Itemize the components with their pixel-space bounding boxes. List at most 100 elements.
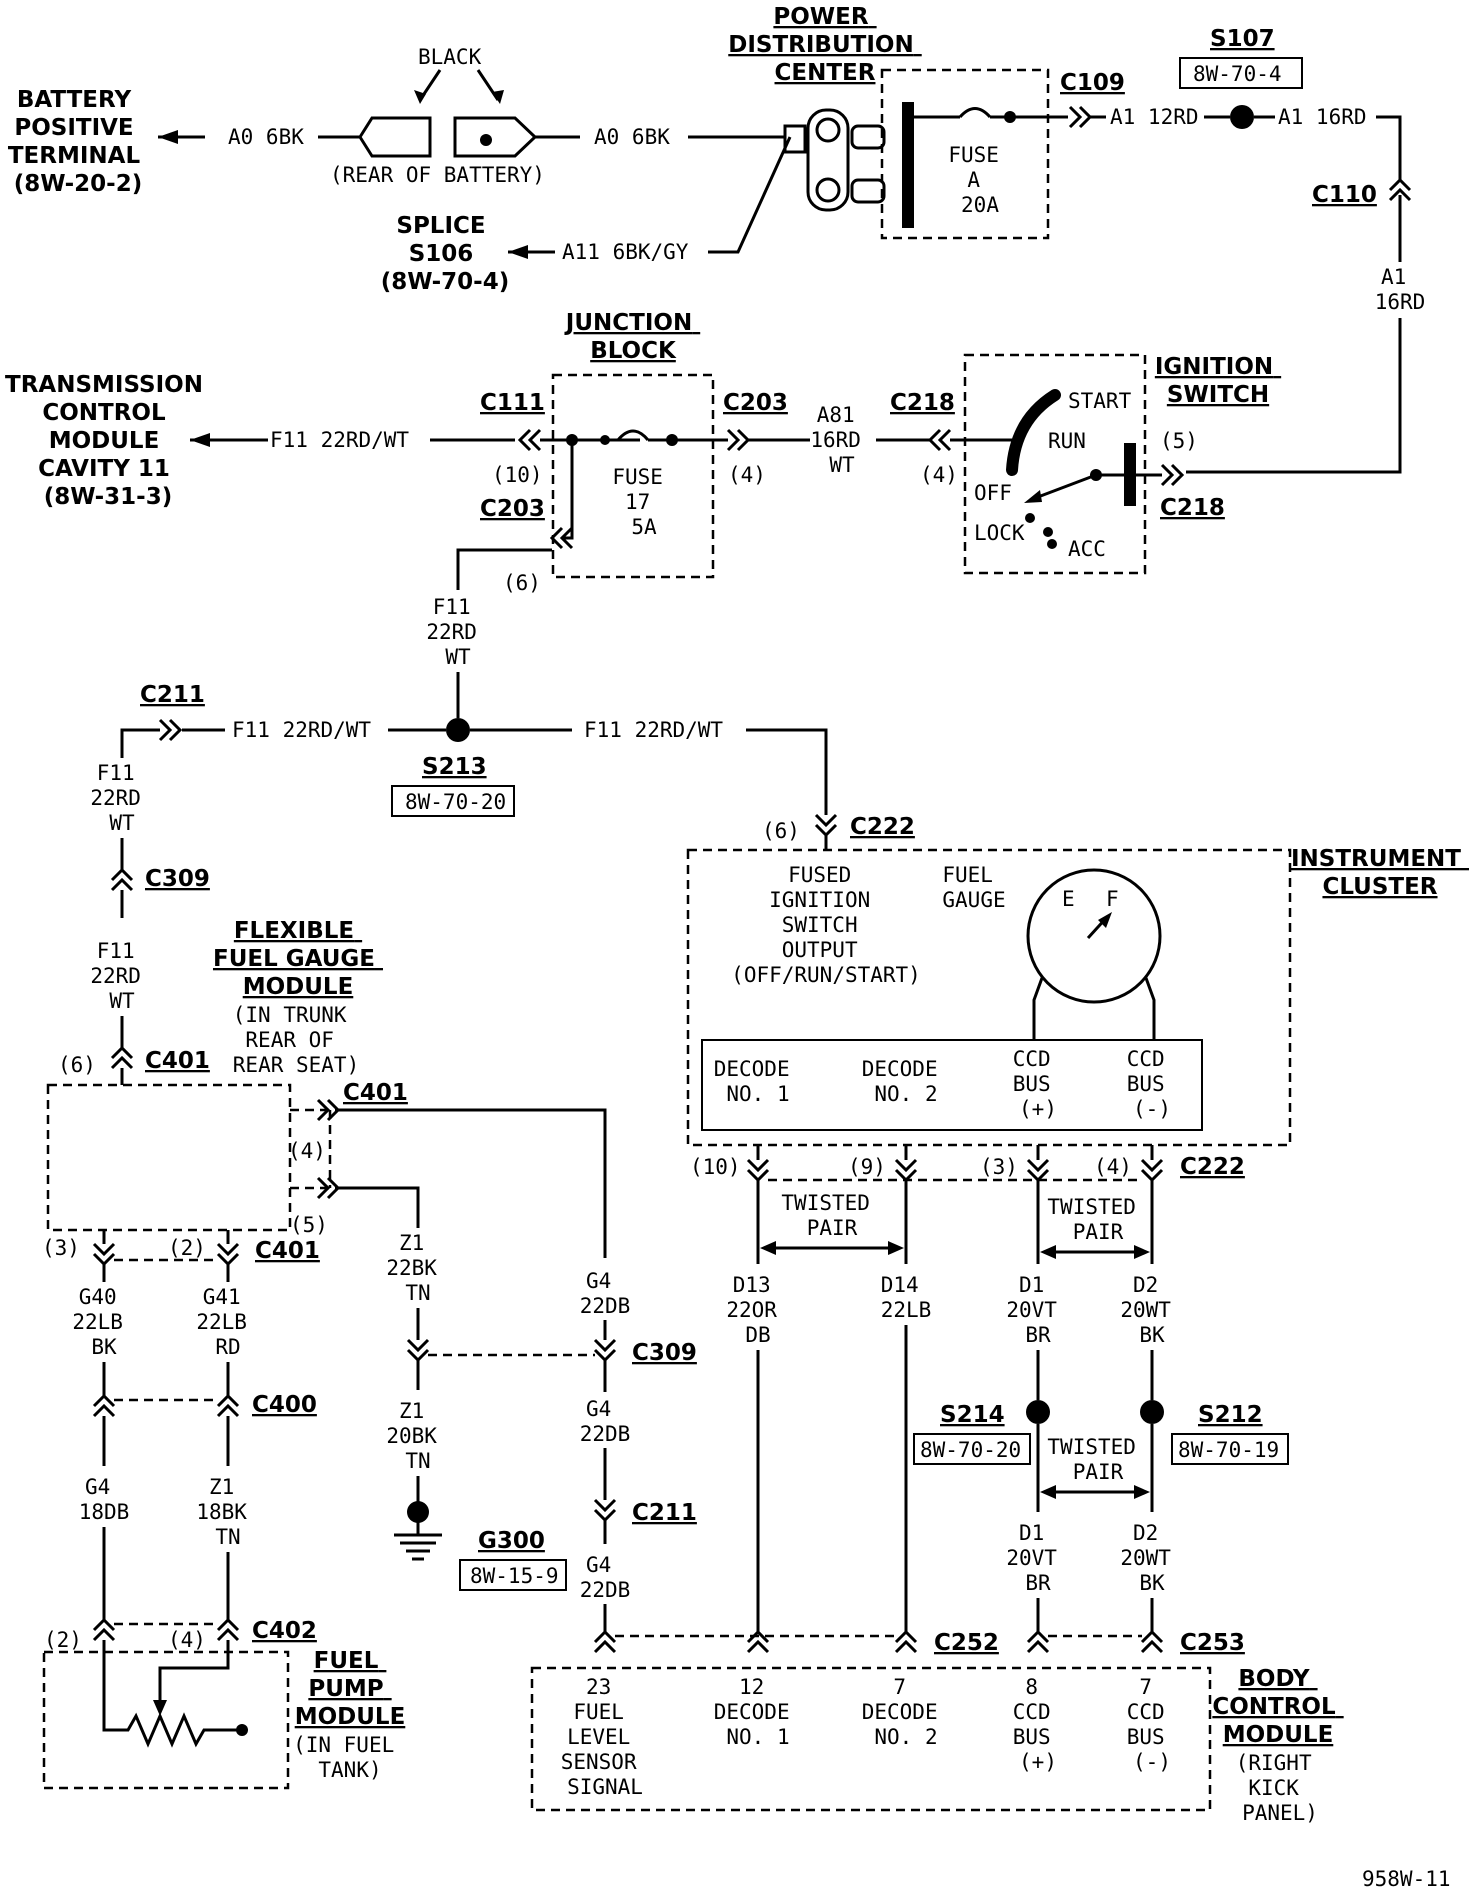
- connector-icon: [158, 718, 183, 742]
- wire-a0-left: A0 6BK: [228, 125, 304, 149]
- c211-mid-label: C211: [632, 1500, 697, 1526]
- g300-ref: 8W-15-9: [470, 1564, 559, 1588]
- wire-g4-22db-c: G4 22DB: [580, 1553, 631, 1602]
- connector-c110: C110 A1 16RD: [1186, 177, 1425, 474]
- pdc-title: POWER DISTRIBUTION CENTER: [728, 4, 921, 86]
- s213-ref: 8W-70-20: [405, 790, 506, 814]
- connector-icon: [549, 526, 574, 550]
- arrow-left-icon: [760, 1241, 776, 1255]
- instrument-cluster: INSTRUMENT CLUSTER (6) C222 FUSED IGNITI…: [686, 813, 1469, 1183]
- c402-pin-2: (2): [44, 1628, 82, 1652]
- wire-f11-label: F11 22RD WT: [426, 595, 489, 669]
- connector-c211-top: C211 F11 22RD WT C309 F11 22RD WT: [90, 682, 210, 1070]
- arrow-left-icon: [158, 130, 178, 144]
- wire-f11-left-a: F11 22RD WT: [90, 761, 153, 835]
- wire-g4-22db-b: G4 22DB: [580, 1397, 631, 1446]
- ffgm-wires: G40 22LB BK G41 22LB RD C400 G4 18DB Z1 …: [72, 1231, 697, 1632]
- connector-icon: [927, 428, 952, 452]
- s107-label: S107: [1210, 26, 1275, 52]
- connector-icon: [1068, 105, 1093, 129]
- position-start: START: [1068, 389, 1132, 413]
- wire-g4-18db: G4 18DB: [79, 1475, 130, 1524]
- splice-s212-dot: [1140, 1400, 1164, 1424]
- ffgm-pin-2: (2): [168, 1236, 206, 1260]
- decode-box: [701, 1039, 1203, 1131]
- wire-a11: A11 6BK/GY: [562, 240, 689, 264]
- fuel-pump-module: (2) (4) C402 FUEL PUMP MODULE (IN FUEL T…: [42, 1617, 406, 1790]
- splice-s106: SPLICE S106 (8W-70-4) A11 6BK/GY: [381, 136, 792, 295]
- fuel-pump-title: FUEL PUMP MODULE: [295, 1648, 406, 1730]
- wire-g40: G40 22LB BK: [72, 1285, 135, 1359]
- ffgm-pin-3: (3): [42, 1236, 80, 1260]
- s212-label: S212: [1198, 1402, 1263, 1428]
- c211-top-label: C211: [140, 682, 205, 708]
- ffgm-box: [46, 1083, 292, 1232]
- s214-label: S214: [940, 1402, 1005, 1428]
- ic-pin-10: (10): [690, 1155, 741, 1179]
- c218-pin-5: (5): [1160, 429, 1198, 453]
- c203-top-label: C203: [723, 390, 788, 416]
- gauge-f: F: [1106, 887, 1119, 911]
- twisted-pair-1: TWISTED PAIR: [781, 1191, 882, 1240]
- battery-rear-label: (REAR OF BATTERY): [330, 163, 545, 187]
- connector-icon: [110, 867, 134, 892]
- connector-icon: [517, 428, 542, 452]
- bcm-pin-7a: 7 DECODE NO. 2: [862, 1675, 951, 1749]
- connector-icon: [92, 1242, 116, 1267]
- connector-icon: [593, 1629, 617, 1654]
- wire-a81: A81 16RD WT: [748, 403, 930, 477]
- c111-pin: (10): [492, 463, 543, 487]
- gauge-e: E: [1062, 887, 1075, 911]
- ignition-switch-title: IGNITION SWITCH: [1155, 354, 1281, 408]
- ccd-minus-label: CCD BUS (-): [1127, 1047, 1178, 1121]
- tcm-destination: TRANSMISSION CONTROL MODULE CAVITY 11 (8…: [5, 372, 515, 510]
- c402-label: C402: [252, 1618, 317, 1644]
- bcm-pin-8: 8 CCD BUS (+): [1013, 1675, 1064, 1774]
- c253-label: C253: [1180, 1630, 1245, 1656]
- c203-pin-4: (4): [728, 463, 766, 487]
- arrow-right-icon: [1134, 1245, 1150, 1259]
- twisted-pair-3: TWISTED PAIR: [1047, 1435, 1148, 1484]
- c222-bottom-label: C222: [1180, 1154, 1245, 1180]
- wire-d2-b: D2 20WT BK: [1120, 1521, 1183, 1595]
- ffgm-pin-5: (5): [290, 1213, 328, 1237]
- ground-g300: G300 8W-15-9: [459, 1528, 567, 1591]
- c203-bottom-label: C203: [480, 496, 545, 522]
- power-distribution-center: POWER DISTRIBUTION CENTER FUSE A 20A C10…: [728, 4, 1402, 240]
- ffgm-title: FLEXIBLE FUEL GAUGE MODULE: [213, 918, 383, 1000]
- connector-icon: [216, 1393, 240, 1418]
- fuse-17-label: FUSE 17 5A: [612, 465, 675, 539]
- body-control-module: C252 C253 23 FUEL LEVEL SENSOR SIGNAL 12…: [530, 1629, 1343, 1825]
- connector-icon: [1026, 1629, 1050, 1654]
- splice-s213-dot: [446, 718, 470, 742]
- splice-s107: S107 8W-70-4: [1179, 26, 1303, 89]
- c309-mid-label: C309: [632, 1340, 697, 1366]
- splice-s214-dot: [1026, 1400, 1050, 1424]
- ffgm-location: (IN TRUNK REAR OF REAR SEAT): [233, 1003, 359, 1077]
- connector-icon: [216, 1617, 240, 1642]
- terminal-icon: [783, 124, 807, 154]
- position-acc: ACC: [1068, 537, 1106, 561]
- splice-s213: S213 8W-70-20 F11 22RD/WT F11 22RD/WT: [182, 718, 828, 817]
- wire-d2-a: D2 20WT BK: [1120, 1273, 1183, 1347]
- terminal-block-icon: [806, 108, 850, 212]
- wire-f11-left-b: F11 22RD WT: [90, 939, 153, 1013]
- bcm-pin-7b: 7 CCD BUS (-): [1127, 1675, 1178, 1774]
- fuse-icon: [616, 429, 650, 441]
- ffgm-pin-6: (6): [58, 1053, 96, 1077]
- junction-block-title: JUNCTION BLOCK: [564, 310, 700, 364]
- wire-f11-right: F11 22RD/WT: [584, 718, 723, 742]
- s213-label: S213: [422, 754, 487, 780]
- twisted-pair-2: TWISTED PAIR: [1047, 1195, 1148, 1244]
- bcm-title: BODY CONTROL MODULE: [1212, 1666, 1343, 1748]
- flexible-fuel-gauge-module: FLEXIBLE FUEL GAUGE MODULE (IN TRUNK REA…: [42, 918, 607, 1267]
- instrument-cluster-title: INSTRUMENT CLUSTER: [1291, 846, 1469, 900]
- g300-label: G300: [478, 1528, 545, 1554]
- tcm-label: TRANSMISSION CONTROL MODULE CAVITY 11 (8…: [5, 372, 211, 510]
- switch-contact-icon: [1006, 389, 1061, 476]
- bcm-location: (RIGHT KICK PANEL): [1236, 1751, 1325, 1825]
- ic-pin-9: (9): [848, 1155, 886, 1179]
- wire-f11-vertical: F11 22RD WT: [426, 595, 489, 718]
- ic-pin-4: (4): [1094, 1155, 1132, 1179]
- bcm-box: [530, 1666, 1212, 1812]
